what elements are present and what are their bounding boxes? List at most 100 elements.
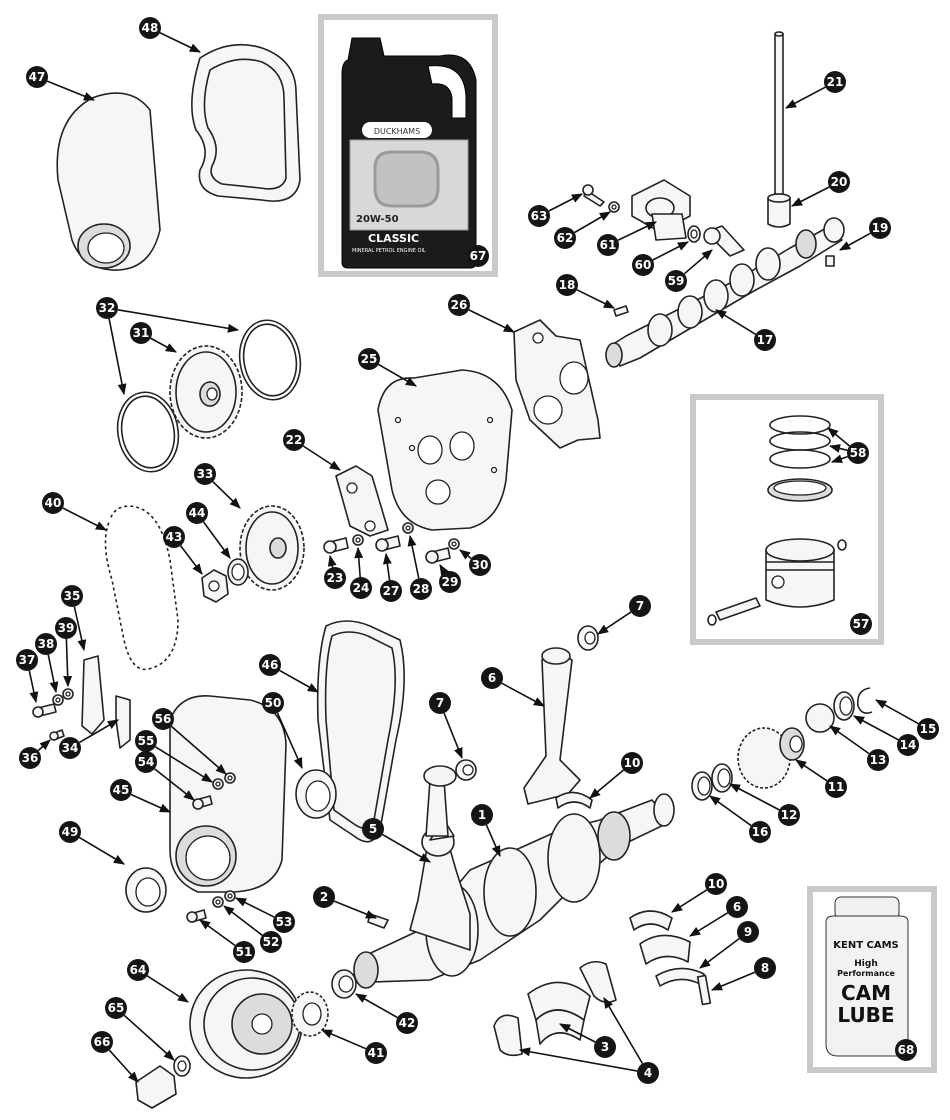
callout-c10b[interactable]: 10 (671, 873, 727, 913)
callout-c68[interactable]: 68 (895, 1039, 917, 1061)
callout-c45[interactable]: 45 (110, 779, 172, 813)
callout-c27[interactable]: 27 (380, 552, 402, 602)
bolt-66[interactable] (135, 1065, 177, 1109)
callout-c62[interactable]: 62 (554, 211, 611, 249)
crank-sprocket-41[interactable] (291, 991, 329, 1037)
bolt-29[interactable] (425, 547, 451, 564)
bolt-23[interactable] (323, 537, 349, 554)
callout-c5[interactable]: 5 (362, 818, 431, 863)
thrust-washer-4b[interactable] (579, 960, 617, 1004)
circlip-15[interactable] (856, 687, 873, 714)
chain-tensioner-35[interactable] (81, 655, 105, 735)
gear-11[interactable] (737, 727, 805, 789)
pulley-64[interactable] (189, 969, 303, 1079)
bush-13[interactable] (805, 703, 835, 733)
connecting-rod-6-top[interactable] (523, 647, 581, 805)
callout-c56[interactable]: 56 (152, 708, 227, 775)
callout-c52[interactable]: 52 (223, 905, 282, 953)
camshaft-17[interactable] (605, 217, 845, 368)
callout-c51[interactable]: 51 (199, 919, 255, 963)
callout-c43[interactable]: 43 (163, 526, 203, 575)
thrust-ring-16[interactable] (691, 771, 713, 801)
callout-c18[interactable]: 18 (556, 274, 616, 309)
spacer-12[interactable] (711, 763, 733, 793)
callout-c30[interactable]: 30 (459, 549, 491, 576)
big-end-shell-10b[interactable] (629, 910, 673, 931)
nut-43[interactable] (201, 569, 229, 603)
bolt-36[interactable] (49, 729, 65, 741)
oil-bottle-inset[interactable]: DUCKHAMS 20W-50 CLASSIC MINERAL PETROL E… (318, 14, 498, 277)
woodruff-key-18[interactable] (613, 305, 629, 317)
callout-c47[interactable]: 47 (26, 66, 96, 101)
washer-24[interactable] (352, 534, 364, 546)
rod-cap-6b[interactable] (639, 934, 691, 965)
bolt-8[interactable] (696, 974, 712, 1006)
callout-c6a[interactable]: 6 (481, 667, 545, 707)
washer-65[interactable] (173, 1055, 191, 1077)
oil-seal-60[interactable] (687, 225, 701, 243)
pushrod-21[interactable] (774, 31, 784, 195)
callout-c50[interactable]: 50 (262, 692, 303, 770)
callout-c17[interactable]: 17 (715, 309, 776, 351)
callout-c25[interactable]: 25 (358, 348, 417, 387)
washer-14[interactable] (833, 691, 855, 721)
crankshaft-1[interactable] (353, 793, 675, 989)
callout-c4[interactable]: 4 (518, 997, 659, 1084)
distributor-drive-59[interactable] (703, 225, 745, 257)
front-plate-25[interactable] (377, 369, 513, 531)
washer-62[interactable] (608, 201, 620, 213)
callout-c58[interactable]: 58 (827, 427, 869, 464)
callout-c54[interactable]: 54 (135, 751, 195, 801)
callout-c42[interactable]: 42 (355, 993, 418, 1034)
bolt-63[interactable] (582, 184, 605, 207)
piston-inset[interactable] (690, 394, 884, 645)
callout-c21[interactable]: 21 (785, 71, 846, 109)
callout-c53[interactable]: 53 (234, 897, 295, 933)
callout-c8[interactable]: 8 (710, 957, 776, 991)
callout-c36[interactable]: 36 (19, 739, 51, 769)
lock-washer-44[interactable] (227, 558, 249, 586)
callout-c31[interactable]: 31 (130, 322, 177, 353)
front-plate-gasket-26[interactable] (513, 319, 601, 449)
washer-39[interactable] (62, 688, 74, 700)
timing-case-45[interactable] (169, 695, 287, 893)
cam-lube-inset[interactable]: KENT CAMS High Performance CAM LUBE (807, 886, 937, 1073)
gasket-22[interactable] (335, 465, 389, 537)
callout-c1[interactable]: 1 (471, 804, 501, 858)
cam-thrust-plate-61[interactable] (631, 179, 691, 241)
washer-30[interactable] (448, 538, 460, 550)
callout-c32[interactable]: 32 (96, 297, 240, 396)
small-end-bush-7b[interactable] (455, 759, 477, 781)
cam-follower-20[interactable] (767, 193, 791, 228)
callout-c39[interactable]: 39 (55, 617, 77, 688)
callout-c60[interactable]: 60 (632, 241, 689, 276)
callout-c7a[interactable]: 7 (597, 595, 651, 635)
callout-c29[interactable]: 29 (439, 564, 461, 593)
callout-c57[interactable]: 57 (850, 613, 872, 635)
callout-c22[interactable]: 22 (283, 429, 341, 471)
callout-c61[interactable]: 61 (597, 221, 658, 256)
callout-c63[interactable]: 63 (528, 193, 583, 227)
big-end-shell-10a[interactable] (555, 791, 593, 809)
callout-c2[interactable]: 2 (313, 886, 378, 919)
bolt-27[interactable] (375, 535, 401, 552)
callout-c15[interactable]: 15 (875, 699, 939, 740)
timing-cover-gasket-48[interactable] (191, 43, 301, 202)
connecting-rod-5[interactable] (409, 765, 471, 951)
callout-c24[interactable]: 24 (350, 546, 372, 599)
callout-c23[interactable]: 23 (324, 554, 346, 589)
washer-56[interactable] (224, 772, 236, 784)
callout-c59[interactable]: 59 (665, 249, 713, 292)
callout-c26[interactable]: 26 (448, 294, 516, 333)
callout-c34[interactable]: 34 (59, 719, 119, 759)
callout-c20[interactable]: 20 (791, 171, 850, 207)
callout-c7b[interactable]: 7 (429, 692, 463, 760)
oil-seal-50[interactable] (295, 769, 337, 819)
callout-c14[interactable]: 14 (853, 715, 919, 756)
washer-53[interactable] (224, 890, 236, 902)
washer-52[interactable] (212, 896, 224, 908)
screw-54[interactable] (192, 795, 213, 810)
callout-c35[interactable]: 35 (61, 585, 87, 652)
callout-c10a[interactable]: 10 (589, 752, 643, 799)
callout-c33[interactable]: 33 (194, 463, 241, 509)
